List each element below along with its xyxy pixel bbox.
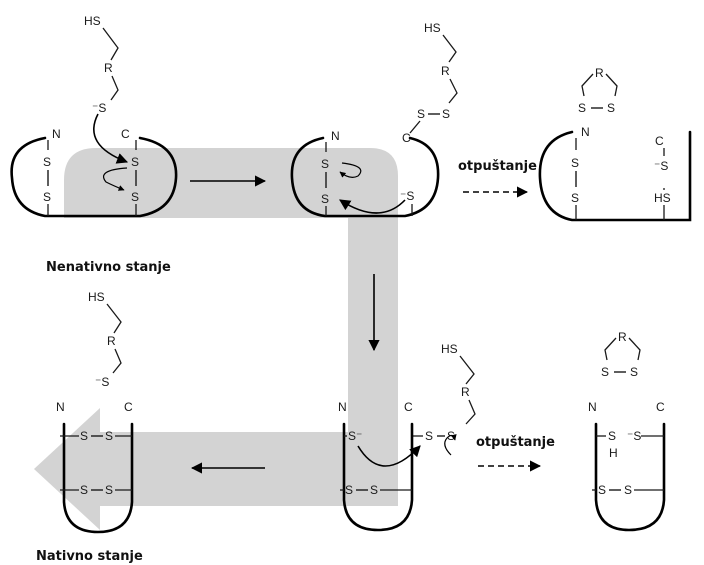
- svg-text:C: C: [402, 131, 411, 145]
- svg-text:HS: HS: [424, 21, 441, 35]
- svg-text:R: R: [618, 330, 627, 344]
- svg-text:S: S: [425, 429, 433, 443]
- svg-text:C: C: [124, 400, 133, 414]
- thiol-reagent-bound: HS R S S: [412, 342, 476, 456]
- svg-text:⁻S: ⁻S: [627, 429, 641, 443]
- svg-text:S: S: [417, 107, 425, 121]
- svg-text:S: S: [105, 483, 113, 497]
- svg-text:C: C: [656, 400, 665, 414]
- svg-text:C: C: [655, 134, 664, 148]
- svg-text:S: S: [598, 483, 606, 497]
- band-top: [64, 148, 398, 218]
- band-arrowhead: [34, 408, 100, 530]
- s-minus-label: ⁻S: [92, 101, 106, 115]
- svg-text:N: N: [581, 125, 590, 139]
- svg-text:S: S: [43, 190, 51, 204]
- svg-text:C: C: [404, 400, 413, 414]
- svg-text:S: S: [571, 191, 579, 205]
- svg-text:N: N: [52, 127, 61, 141]
- svg-text:S: S: [578, 101, 586, 115]
- nonnative-state-label: Nenativno stanje: [46, 260, 171, 275]
- svg-text:R: R: [595, 66, 604, 80]
- protein-released-top: N C S S ⁻S HS: [538, 125, 692, 222]
- svg-text:S⁻: S⁻: [348, 429, 362, 443]
- svg-text:HS: HS: [441, 342, 458, 356]
- svg-text:S: S: [345, 483, 353, 497]
- svg-text:S: S: [442, 107, 450, 121]
- svg-text:H: H: [609, 446, 618, 460]
- svg-text:S: S: [105, 429, 113, 443]
- svg-text:⁻S: ⁻S: [400, 189, 414, 203]
- svg-text:R: R: [107, 334, 116, 348]
- svg-text:R: R: [441, 64, 450, 78]
- svg-text:N: N: [331, 129, 340, 143]
- r-label: R: [104, 61, 113, 75]
- svg-text:HS: HS: [654, 191, 671, 205]
- protein-nonnative: N C S S S S: [10, 113, 178, 218]
- svg-text:S: S: [571, 156, 579, 170]
- thiol-reagent-regenerated: HS R ⁻S: [88, 290, 122, 389]
- svg-text:S: S: [608, 429, 616, 443]
- mixed-disulfide-reagent: HS R S S: [409, 21, 458, 134]
- protein-native: N C S S S S: [56, 400, 134, 534]
- svg-text:S: S: [370, 483, 378, 497]
- svg-text:⁻S: ⁻S: [654, 159, 668, 173]
- svg-text:C: C: [121, 127, 130, 141]
- svg-text:S: S: [321, 192, 329, 206]
- band-bottom: [100, 432, 398, 506]
- hs-label: HS: [84, 14, 101, 28]
- protein-intermediate-2: N C S⁻ S S: [338, 400, 421, 532]
- thiol-reagent-1: HS R ⁻S: [84, 14, 119, 115]
- oxidized-reagent-top: R S S: [578, 66, 618, 115]
- svg-text:N: N: [588, 400, 597, 414]
- svg-text:N: N: [56, 400, 65, 414]
- svg-text:S: S: [601, 365, 609, 379]
- protein-intermediate: N C S S ⁻S: [290, 129, 440, 218]
- native-state-label: Nativno stanje: [36, 549, 143, 564]
- svg-text:⁻S: ⁻S: [95, 375, 109, 389]
- pathway-band: [34, 148, 398, 530]
- svg-text:R: R: [461, 385, 470, 399]
- svg-text:S: S: [131, 190, 139, 204]
- release-label-bottom: otpuštanje: [476, 435, 555, 450]
- protein-released-bottom: N C S H ⁻S S S: [588, 400, 666, 532]
- svg-text:S: S: [607, 101, 615, 115]
- svg-text:N: N: [338, 400, 347, 414]
- svg-text:S: S: [43, 155, 51, 169]
- oxidized-reagent-bottom: R S S: [601, 330, 641, 379]
- svg-text:HS: HS: [88, 290, 105, 304]
- svg-text:S: S: [131, 155, 139, 169]
- svg-text:S: S: [630, 365, 638, 379]
- release-label-top: otpuštanje: [458, 159, 537, 174]
- svg-text:S: S: [80, 429, 88, 443]
- svg-text:S: S: [80, 483, 88, 497]
- svg-text:S: S: [321, 157, 329, 171]
- svg-text:S: S: [624, 483, 632, 497]
